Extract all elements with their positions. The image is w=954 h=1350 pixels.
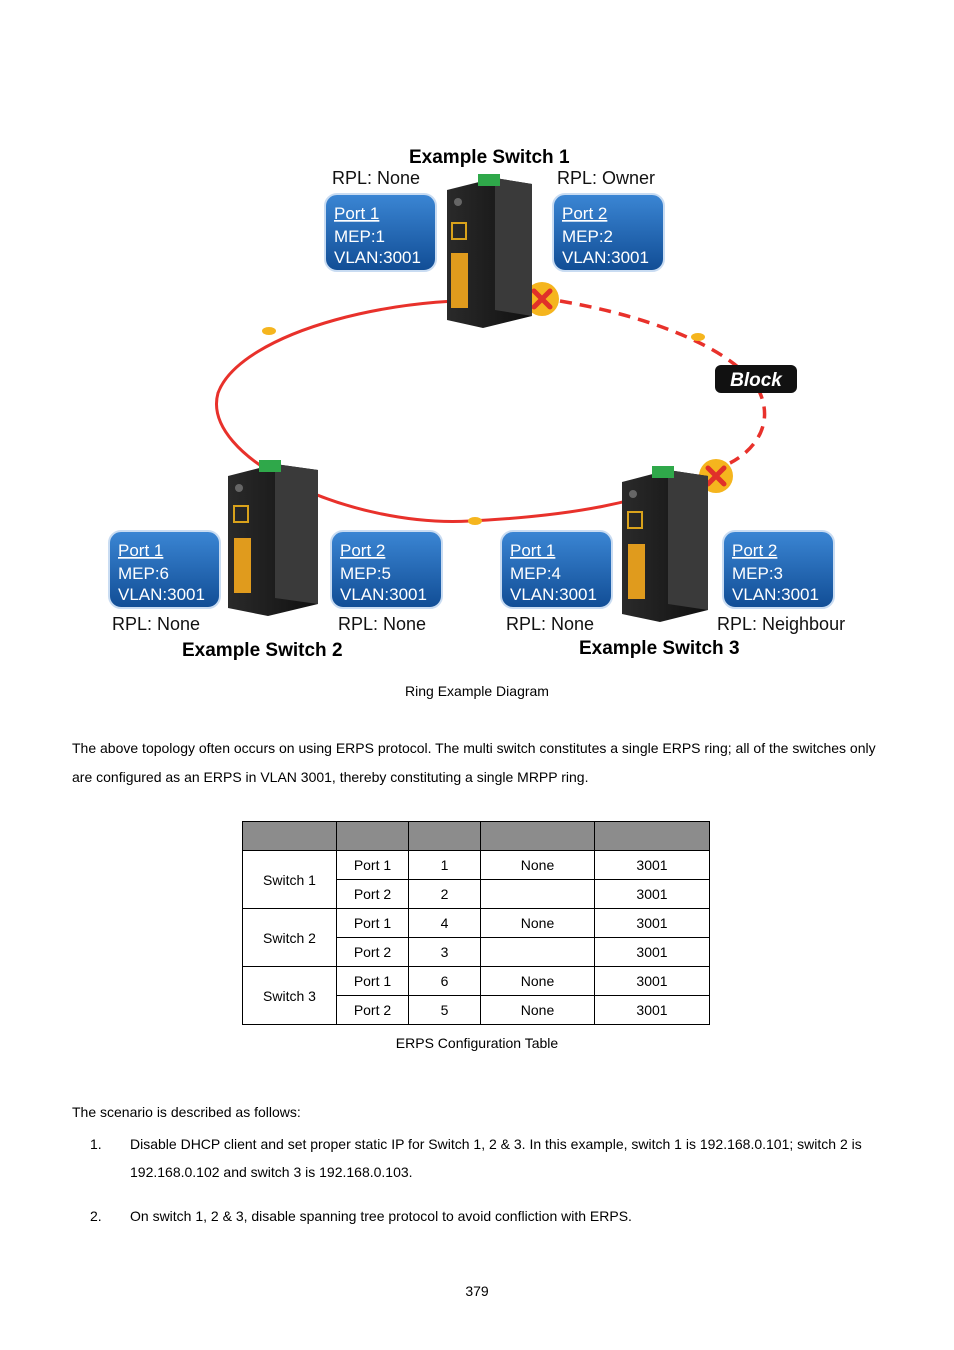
table-header-cell — [594, 821, 710, 851]
switch-cell: Switch 3 — [242, 966, 337, 1025]
switch-2-port2-box: Port 2 MEP:5 VLAN:3001 — [330, 530, 443, 609]
step-number: 1. — [90, 1136, 102, 1152]
mep-cell: 5 — [408, 995, 481, 1025]
vlan-cell: 3001 — [594, 966, 710, 996]
link-marker — [468, 517, 482, 525]
mep-cell: 1 — [408, 850, 481, 880]
svg-text:Port 2: Port 2 — [562, 204, 607, 223]
svg-text:MEP:3: MEP:3 — [732, 564, 783, 583]
link-marker — [262, 327, 276, 335]
step-text: On switch 1, 2 & 3, disable spanning tre… — [130, 1208, 632, 1224]
table-row: Port 2 5 None 3001 — [243, 995, 710, 1025]
mep-cell: 2 — [408, 879, 481, 909]
switch-2-port1-box: Port 1 MEP:6 VLAN:3001 — [108, 530, 221, 609]
link-marker — [691, 333, 705, 341]
svg-text:MEP:5: MEP:5 — [340, 564, 391, 583]
diagram-caption: Ring Example Diagram — [405, 683, 549, 699]
svg-text:VLAN:3001: VLAN:3001 — [510, 585, 597, 604]
rpl-cell — [480, 879, 595, 909]
scenario-intro: The scenario is described as follows: — [72, 1104, 301, 1120]
switch-1-device — [447, 174, 532, 328]
switch-3-right-rpl: RPL: Neighbour — [717, 614, 845, 634]
table-caption: ERPS Configuration Table — [395, 1035, 559, 1051]
switch-cell: Switch 1 — [242, 850, 337, 909]
vlan-cell: 3001 — [594, 995, 710, 1025]
erps-configuration-table: Switch 1 Port 1 1 None 3001 Port 2 2 300… — [242, 821, 710, 1025]
switch-1-right-rpl: RPL: Owner — [557, 168, 655, 188]
switch-2-left-rpl: RPL: None — [112, 614, 200, 634]
switch-3-port1-box: Port 1 MEP:4 VLAN:3001 — [500, 530, 613, 609]
svg-text:VLAN:3001: VLAN:3001 — [118, 585, 205, 604]
ring-example-diagram: Block Example Switch 1 RPL: None — [108, 147, 845, 661]
svg-text:Port 1: Port 1 — [510, 541, 555, 560]
svg-text:Port 2: Port 2 — [340, 541, 385, 560]
svg-text:VLAN:3001: VLAN:3001 — [562, 248, 649, 267]
mep-cell: 4 — [408, 908, 481, 938]
vlan-cell: 3001 — [594, 937, 710, 967]
switch-3-left-rpl: RPL: None — [506, 614, 594, 634]
port-cell: Port 1 — [336, 908, 409, 938]
switch-cell: Switch 2 — [242, 908, 337, 967]
switch-1-title: Example Switch 1 — [409, 147, 570, 168]
svg-text:MEP:2: MEP:2 — [562, 227, 613, 246]
port-cell: Port 1 — [336, 850, 409, 880]
switch-2-right-rpl: RPL: None — [338, 614, 426, 634]
svg-text:Port 1: Port 1 — [118, 541, 163, 560]
rpl-cell: None — [480, 908, 595, 938]
svg-text:VLAN:3001: VLAN:3001 — [732, 585, 819, 604]
svg-text:MEP:1: MEP:1 — [334, 227, 385, 246]
svg-text:MEP:6: MEP:6 — [118, 564, 169, 583]
rpl-cell: None — [480, 995, 595, 1025]
table-header-cell — [408, 821, 481, 851]
svg-text:VLAN:3001: VLAN:3001 — [334, 248, 421, 267]
block-label: Block — [715, 365, 797, 393]
switch-1-left-rpl: RPL: None — [332, 168, 420, 188]
table-row: Port 2 2 3001 — [243, 879, 710, 909]
svg-text:Port 1: Port 1 — [334, 204, 379, 223]
rpl-cell: None — [480, 850, 595, 880]
step-number: 2. — [90, 1208, 102, 1224]
vlan-cell: 3001 — [594, 850, 710, 880]
block-x-icon — [525, 282, 559, 316]
svg-text:VLAN:3001: VLAN:3001 — [340, 585, 427, 604]
step-text: Disable DHCP client and set proper stati… — [130, 1136, 862, 1180]
rpl-cell: None — [480, 966, 595, 996]
port-cell: Port 2 — [336, 995, 409, 1025]
table-header-cell — [480, 821, 595, 851]
table-row: Switch 3 Port 1 6 None 3001 — [242, 966, 710, 1025]
table-header-cell — [336, 821, 409, 851]
intro-paragraph: The above topology often occurs on using… — [72, 740, 876, 785]
port-cell: Port 2 — [336, 879, 409, 909]
table-header-row — [242, 821, 710, 851]
switch-3-device — [622, 466, 708, 622]
switch-2-device — [228, 460, 318, 616]
svg-text:Block: Block — [730, 370, 783, 391]
rpl-cell — [480, 937, 595, 967]
switch-3-title: Example Switch 3 — [579, 638, 740, 659]
switch-1-port2-box: Port 2 MEP:2 VLAN:3001 — [552, 193, 665, 272]
switch-1-port1-box: Port 1 MEP:1 VLAN:3001 — [324, 193, 437, 272]
svg-text:Port 2: Port 2 — [732, 541, 777, 560]
vlan-cell: 3001 — [594, 908, 710, 938]
mep-cell: 6 — [408, 966, 481, 996]
table-row: Switch 2 Port 1 4 None 3001 — [242, 908, 710, 967]
table-header-cell — [242, 821, 337, 851]
page-number: 379 — [465, 1283, 489, 1299]
port-cell: Port 2 — [336, 937, 409, 967]
switch-2-title: Example Switch 2 — [182, 640, 343, 661]
vlan-cell: 3001 — [594, 879, 710, 909]
svg-text:MEP:4: MEP:4 — [510, 564, 561, 583]
switch-3-port2-box: Port 2 MEP:3 VLAN:3001 — [722, 530, 835, 609]
table-row: Switch 1 Port 1 1 None 3001 — [242, 850, 710, 909]
port-cell: Port 1 — [336, 966, 409, 996]
mep-cell: 3 — [408, 937, 481, 967]
